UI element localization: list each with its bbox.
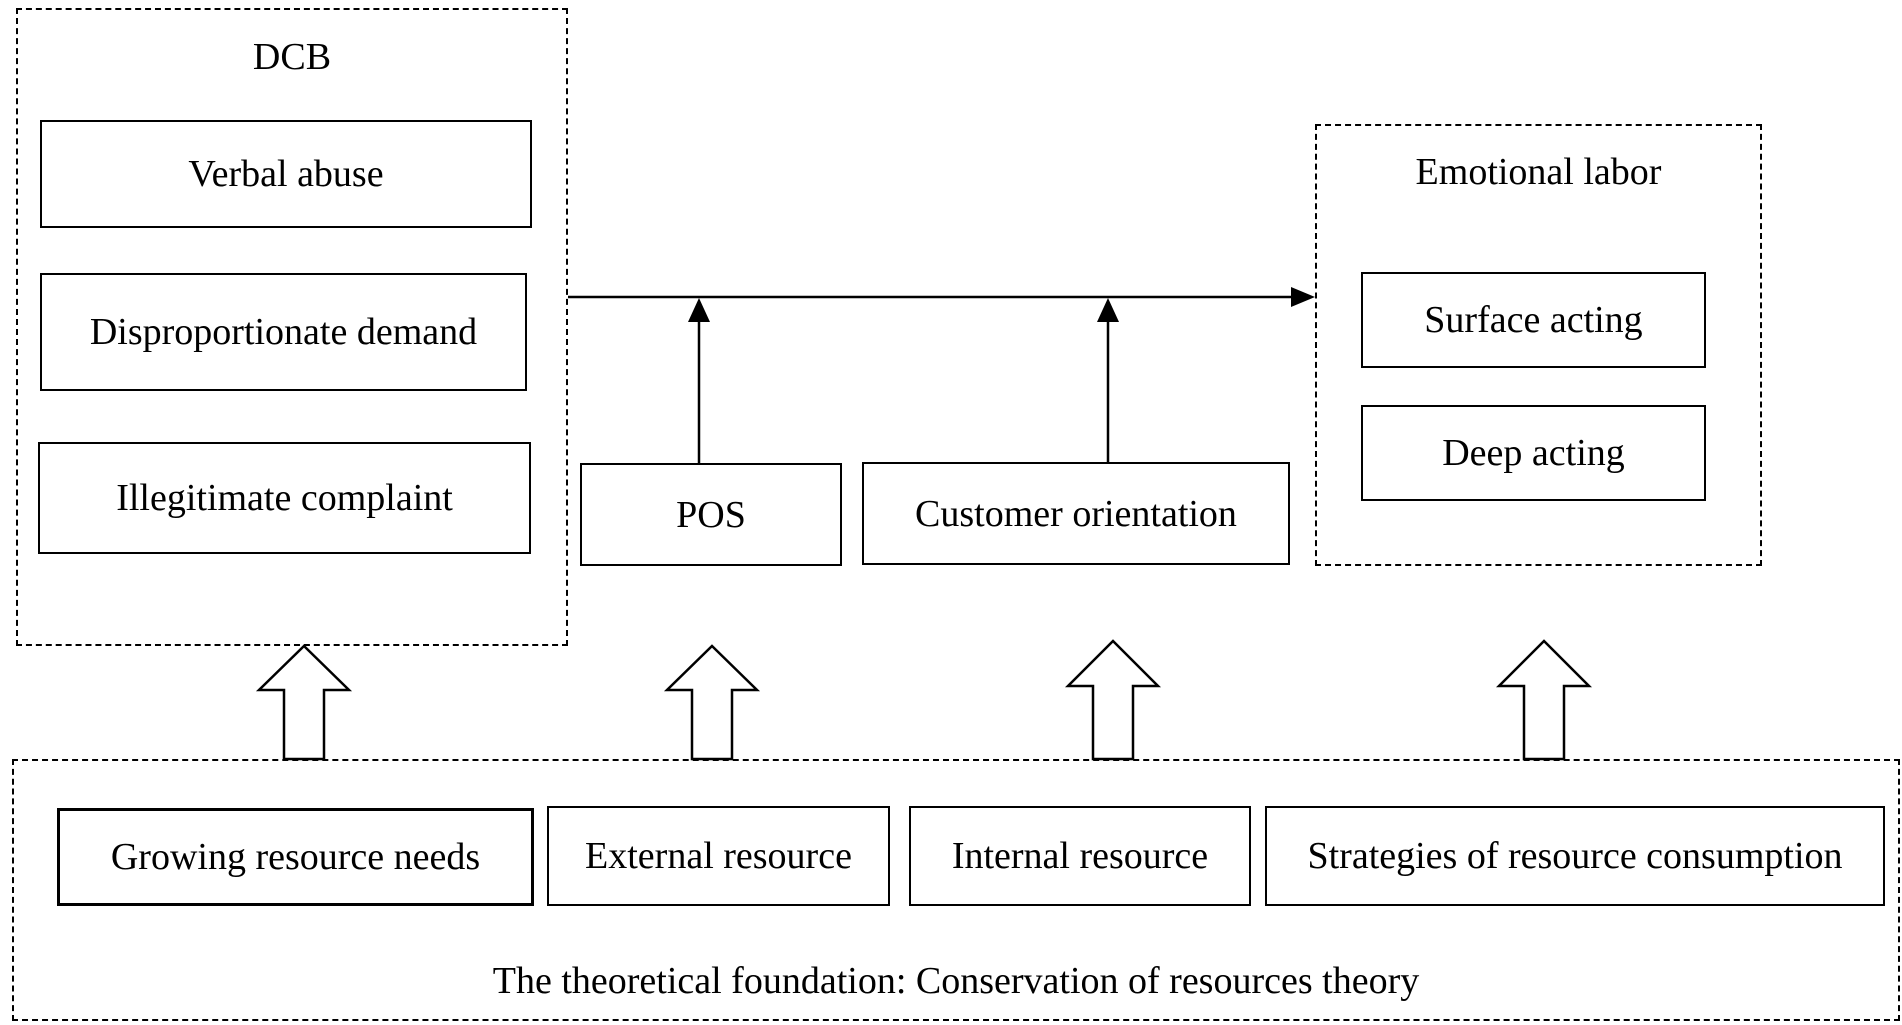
foundation-item-strategies-of-resource-consumption: Strategies of resource consumption	[1265, 806, 1885, 906]
block-arrow-dcb	[255, 644, 353, 761]
dcb-item-illegitimate-complaint: Illegitimate complaint	[38, 442, 531, 554]
block-arrow-customer-orientation	[1064, 639, 1162, 761]
deep-acting-box: Deep acting	[1361, 405, 1706, 501]
dcb-group	[16, 8, 568, 646]
foundation-item-internal-resource: Internal resource	[909, 806, 1251, 906]
surface-acting-box: Surface acting	[1361, 272, 1706, 368]
foundation-item-growing-resource-needs: Growing resource needs	[57, 808, 534, 906]
block-arrow-emotional-labor	[1495, 639, 1593, 761]
customer-orientation-moderation-arrowhead	[1097, 298, 1119, 322]
emotional-labor-group	[1315, 124, 1762, 566]
foundation-item-external-resource: External resource	[547, 806, 890, 906]
pos-box: POS	[580, 463, 842, 566]
emotional-labor-title: Emotional labor	[1415, 151, 1662, 193]
main-path-arrowhead	[1291, 287, 1315, 307]
dcb-item-verbal-abuse: Verbal abuse	[40, 120, 532, 228]
foundation-caption: The theoretical foundation: Conservation…	[492, 960, 1420, 1002]
dcb-title: DCB	[252, 36, 332, 78]
foundation-group	[12, 759, 1900, 1021]
dcb-item-disproportionate-demand: Disproportionate demand	[40, 273, 527, 391]
block-arrow-pos	[663, 644, 761, 761]
pos-moderation-arrowhead	[688, 298, 710, 322]
customer-orientation-box: Customer orientation	[862, 462, 1290, 565]
